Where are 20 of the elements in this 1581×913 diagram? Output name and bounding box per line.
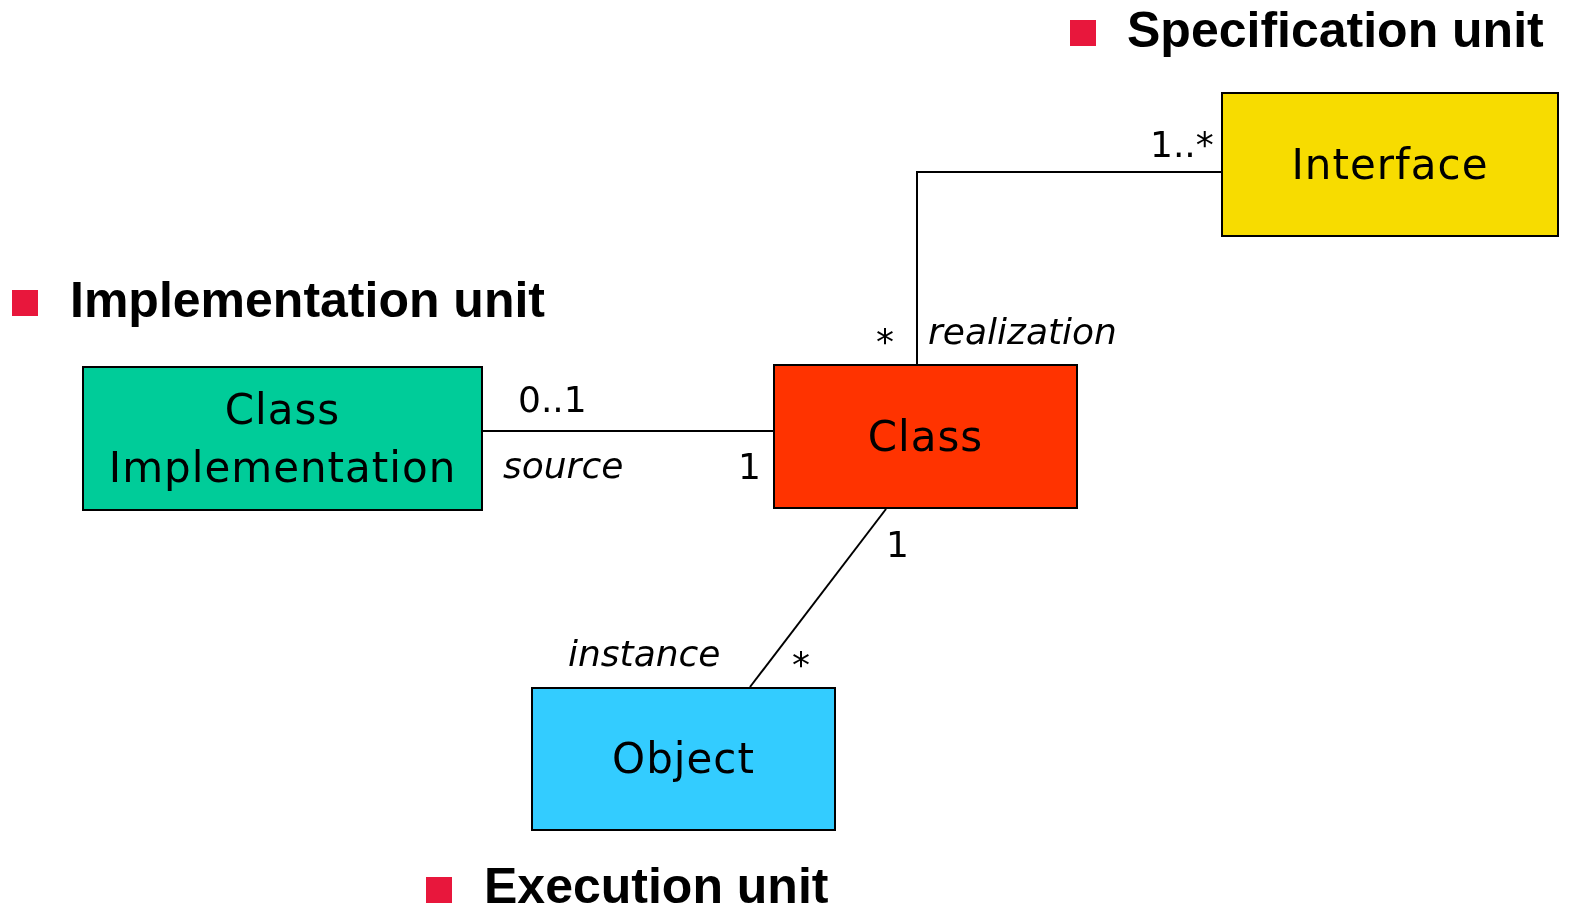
bullet-heading: Specification unit [1127, 2, 1544, 58]
multiplicity-label: 0..1 [518, 380, 587, 420]
multiplicity-label: 1 [886, 525, 909, 565]
multiplicity-label: 1 [738, 447, 761, 487]
bullet-heading: Execution unit [484, 858, 829, 913]
association-line [482, 430, 774, 432]
multiplicity-label: * [876, 322, 894, 362]
association-line [749, 508, 887, 688]
class-box [531, 687, 836, 831]
multiplicity-label: * [792, 645, 810, 685]
class-box [82, 366, 483, 511]
multiplicity-label: 1..* [1150, 125, 1214, 165]
class-box [773, 364, 1078, 509]
class-name: Interface [1291, 138, 1489, 191]
class-name: Class Implementation [107, 383, 458, 494]
class-name: Class [867, 410, 984, 463]
class-box [1221, 92, 1559, 237]
bullet-heading: Implementation unit [70, 272, 545, 328]
association-line [916, 171, 1222, 365]
class-name: Object [612, 733, 755, 785]
